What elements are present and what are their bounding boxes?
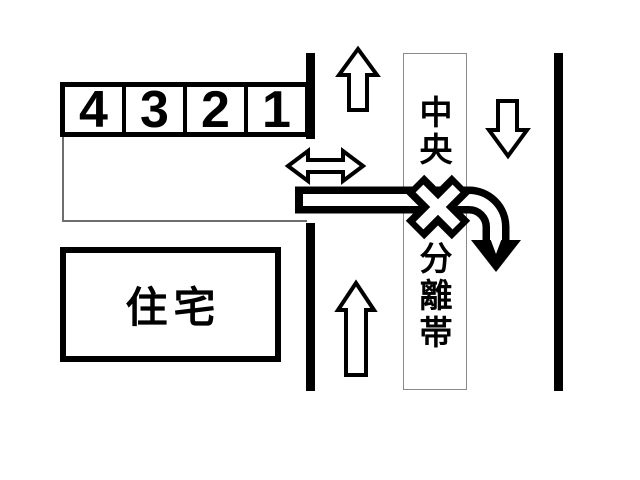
parking-space-label: 1 — [262, 80, 291, 139]
two-way-arrow-icon — [284, 147, 367, 185]
parking-space-2: 2 — [183, 84, 244, 136]
parking-lot-outline — [62, 137, 307, 222]
parking-space-4: 4 — [65, 84, 122, 136]
median-label-top: 中央 — [419, 94, 453, 168]
road-edge-left-upper — [306, 53, 315, 139]
up-arrow-top-icon — [335, 45, 381, 112]
parking-space-label: 3 — [140, 80, 169, 139]
parking-space-label: 2 — [201, 80, 230, 139]
up-arrow-bottom-icon — [334, 279, 378, 377]
crossing-path-arrow-icon — [295, 186, 521, 272]
arrowhead-notch — [490, 238, 502, 254]
road-edge-left-lower — [306, 223, 315, 391]
parking-space-3: 3 — [122, 84, 183, 136]
parking-space-label: 4 — [79, 80, 108, 139]
residence-box: 住宅 — [60, 247, 281, 362]
parking-spaces-row: 4 3 2 1 — [60, 82, 310, 137]
arrowhead-down — [471, 240, 521, 272]
prohibited-x-icon — [405, 174, 471, 240]
median-label-bottom: 分離帯 — [419, 240, 453, 351]
road-edge-right — [554, 53, 563, 391]
parking-space-1: 1 — [244, 84, 305, 136]
residence-label: 住宅 — [125, 284, 222, 331]
down-arrow-icon — [485, 99, 531, 160]
